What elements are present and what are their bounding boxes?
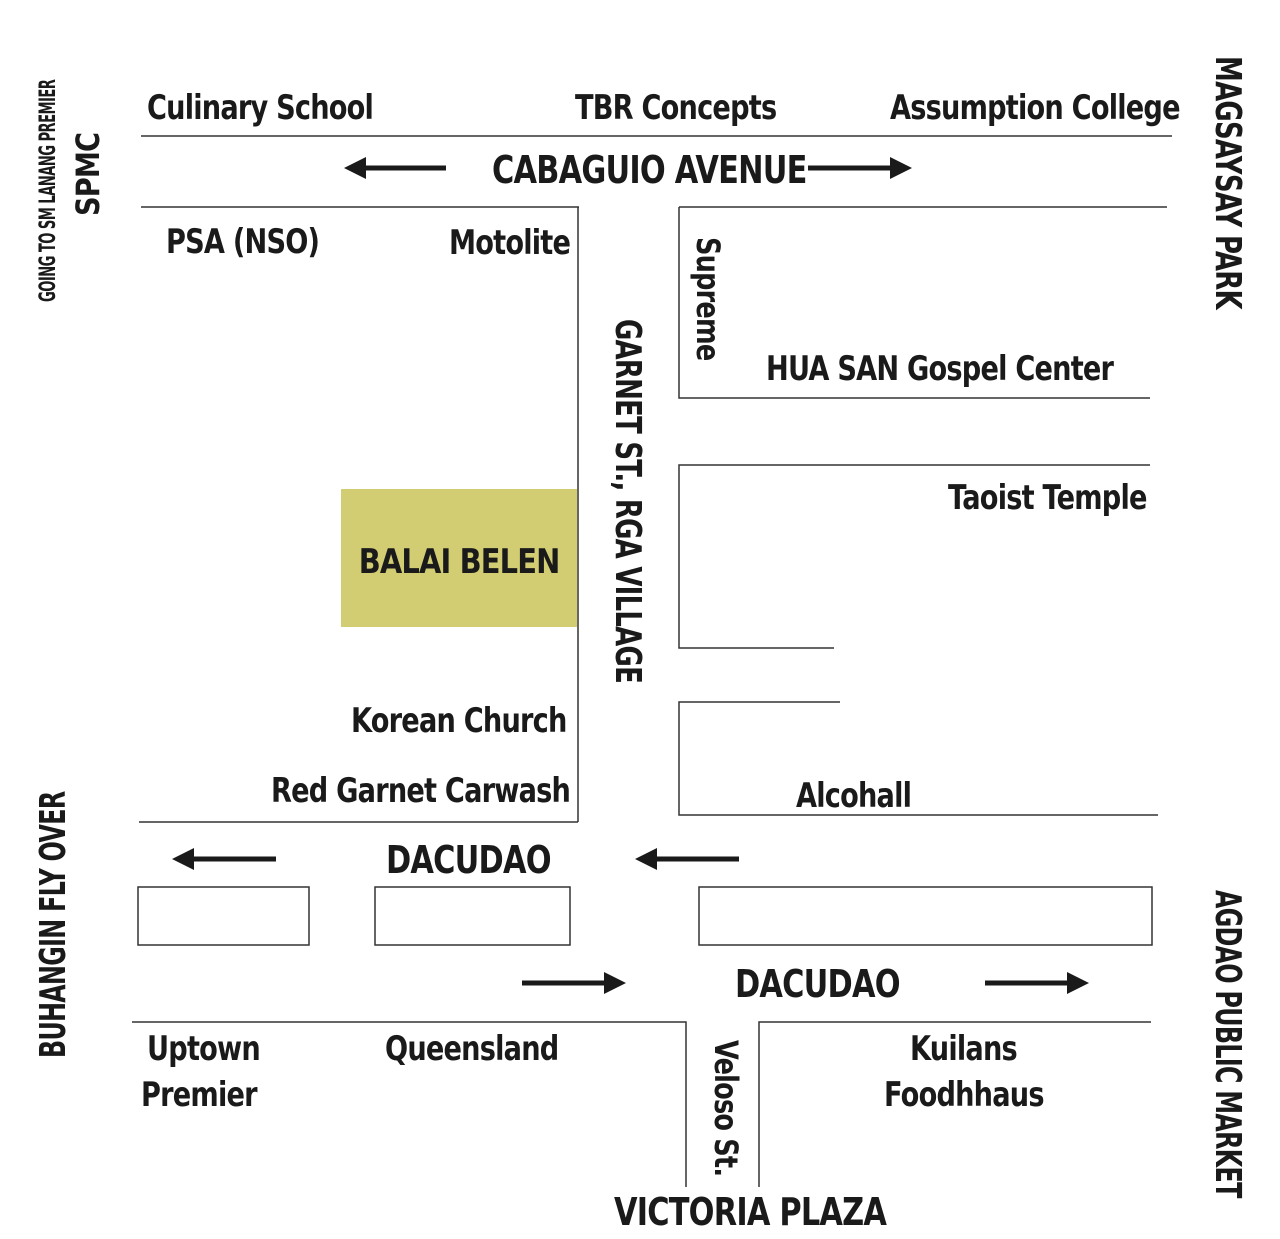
label-culinary-school: Culinary School (147, 88, 374, 128)
street-dacudao-south: DACUDAO (735, 962, 901, 1006)
arrow-dacudao-north-west-2 (635, 848, 739, 870)
label-victoria-plaza: VICTORIA PLAZA (614, 1190, 887, 1234)
label-queensland: Queensland (385, 1029, 559, 1069)
label-alcohall: Alcohall (796, 776, 912, 816)
label-kuilans-line2: Foodhhaus (884, 1075, 1045, 1115)
street-cabaguio-avenue: CABAGUIO AVENUE (492, 148, 807, 192)
arrows-layer (172, 157, 1089, 994)
block-queensland (132, 1021, 687, 1187)
label-motolite: Motolite (449, 223, 571, 263)
label-korean-church: Korean Church (351, 701, 567, 741)
block-supreme (678, 207, 1150, 399)
block-alcohall (678, 701, 1158, 816)
label-assumption-college: Assumption College (890, 88, 1181, 128)
label-psa-nso: PSA (NSO) (166, 222, 320, 262)
arrow-dacudao-south-east-2 (985, 972, 1089, 994)
label-hua-san-gospel-center: HUA SAN Gospel Center (766, 349, 1114, 389)
label-kuilans-line1: Kuilans (910, 1029, 1018, 1069)
label-tbr-concepts: TBR Concepts (575, 88, 777, 128)
block-taoist (678, 464, 1150, 649)
balai-belen-block: BALAI BELEN (341, 489, 577, 627)
block-kuilans (758, 1021, 1151, 1187)
median-east (698, 886, 1153, 946)
label-taoist-temple: Taoist Temple (948, 478, 1147, 518)
label-uptown-premier-line1: Uptown (147, 1029, 261, 1069)
street-dacudao-north: DACUDAO (386, 838, 552, 882)
label-balai-belen: BALAI BELEN (358, 542, 561, 582)
arrow-dacudao-north-west-1 (172, 848, 276, 870)
arrow-cabaguio-west (344, 157, 446, 179)
arrow-cabaguio-east (808, 157, 912, 179)
label-red-garnet-carwash: Red Garnet Carwash (271, 771, 571, 811)
arrow-dacudao-south-east-1 (522, 972, 626, 994)
label-uptown-premier-line2: Premier (141, 1075, 258, 1115)
median-west (137, 886, 310, 946)
median-middle (374, 886, 571, 946)
